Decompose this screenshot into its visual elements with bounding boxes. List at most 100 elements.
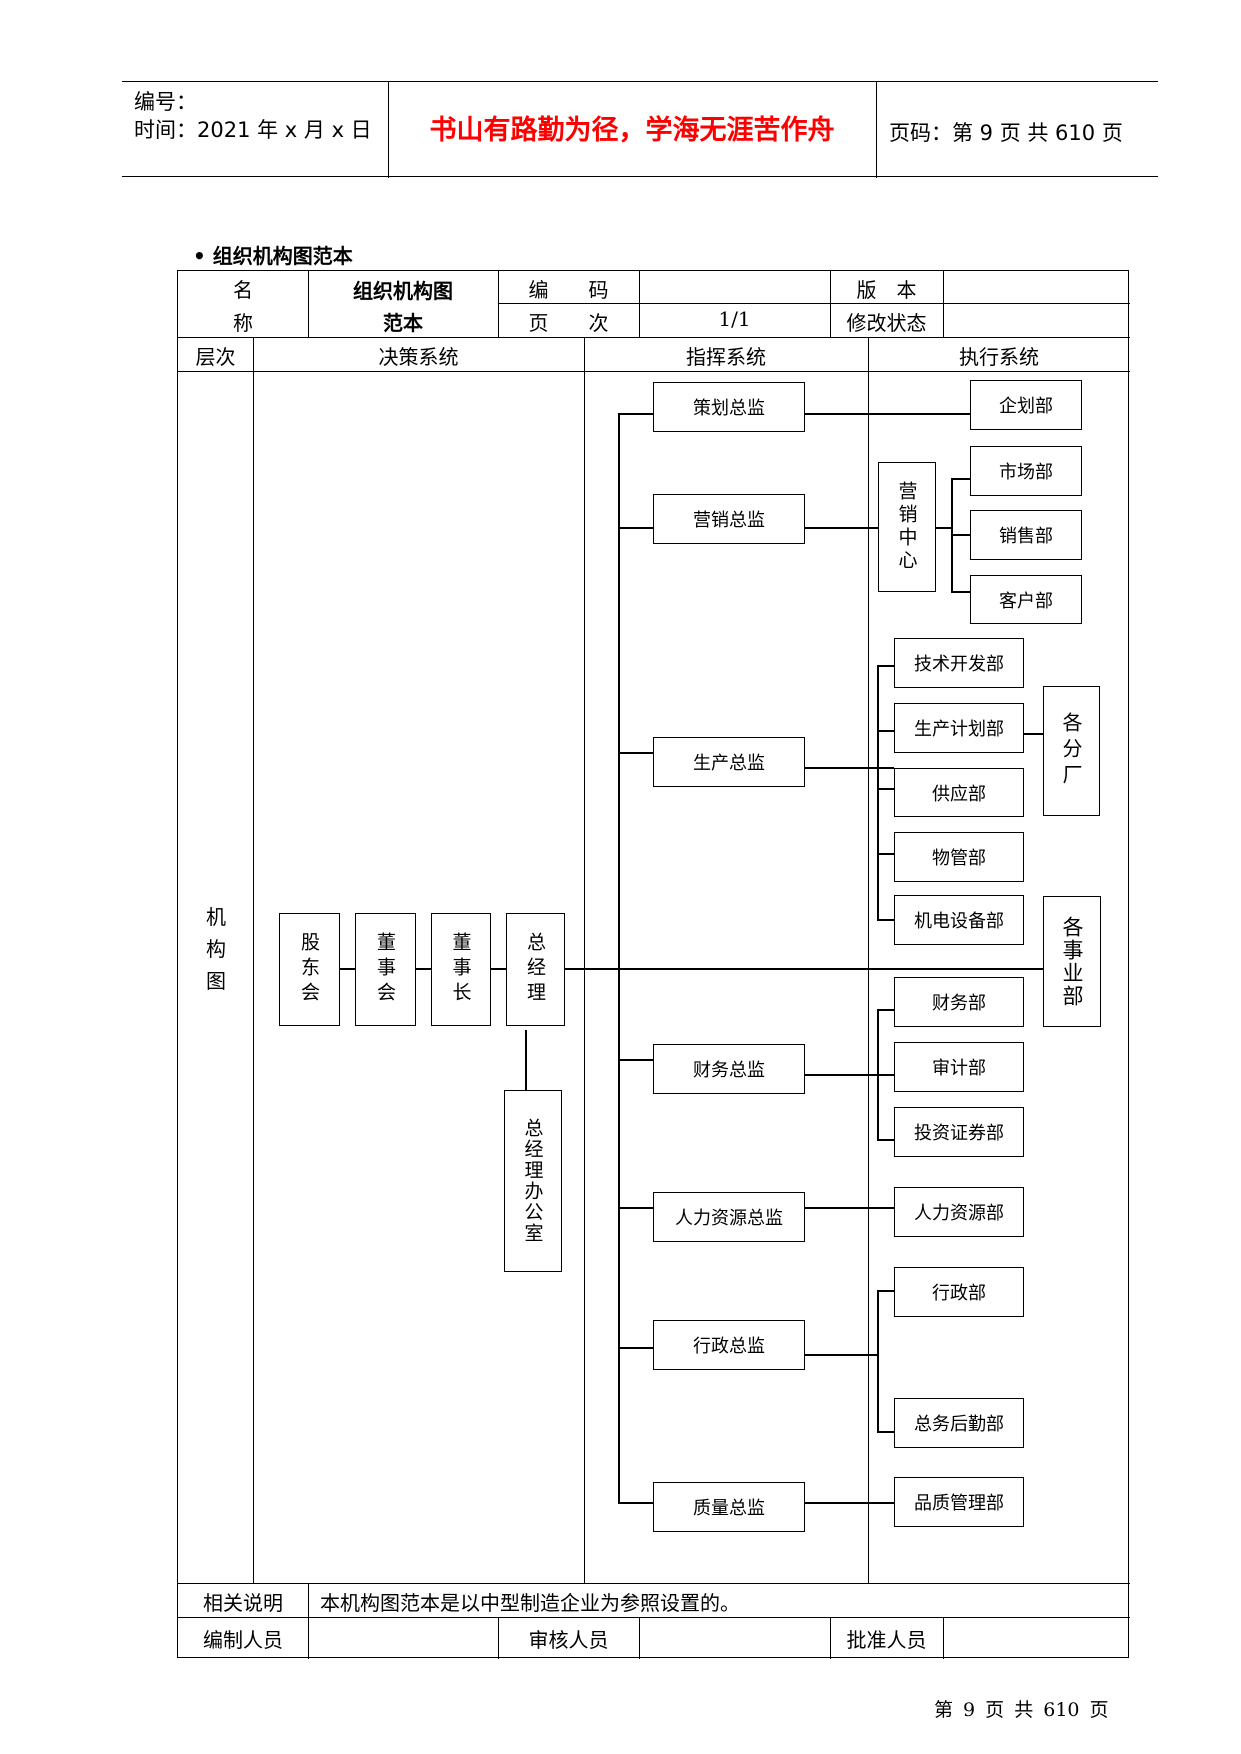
connector-line [415, 968, 432, 970]
page-footer: 第 9 页 共 610 页 [934, 1699, 1109, 1721]
connector-line [804, 1354, 878, 1356]
header-divider [876, 82, 877, 178]
document-date: 时间：2021 年 x 月 x 日 [134, 118, 372, 142]
connector-line [1023, 733, 1043, 735]
row-label-org-chart: 机构图 [206, 905, 226, 993]
column-header-level: 层次 [195, 345, 236, 369]
org-node-electromechanical-dept: 机电设备部 [894, 895, 1024, 945]
grid-line [498, 303, 1130, 304]
connector-line [877, 1290, 894, 1292]
form-name-value: 范本 [383, 311, 423, 335]
connector-line [877, 665, 879, 919]
motto: 书山有路勤为径，学海无涯苦作舟 [429, 115, 835, 146]
grid-line [830, 271, 831, 337]
org-node-materials-dept: 物管部 [894, 832, 1024, 882]
connector-line [935, 527, 951, 529]
connector-line [618, 752, 654, 754]
page-label: 页 次 [528, 311, 609, 335]
connector-line [877, 1139, 894, 1141]
column-header-decision: 决策系统 [378, 345, 459, 369]
header-top-rule [122, 81, 1158, 82]
connector-line [951, 534, 970, 536]
approver-label: 批准人员 [846, 1628, 927, 1652]
connector-line [877, 665, 894, 667]
org-node-board: 董事会 [355, 913, 416, 1026]
connector-line [877, 853, 894, 855]
connector-line [618, 1207, 654, 1209]
connector-line [564, 968, 1053, 970]
connector-line [618, 1347, 654, 1349]
connector-line [877, 919, 894, 921]
version-label: 版 本 [856, 278, 917, 302]
org-node-branch-factories: 各分厂 [1043, 686, 1100, 816]
grid-line [308, 1583, 309, 1659]
compiler-label: 编制人员 [203, 1628, 283, 1652]
connector-line [877, 1009, 879, 1139]
page-value: 1/1 [718, 307, 751, 331]
connector-line [877, 730, 894, 732]
org-node-business-units: 各事业部 [1043, 896, 1101, 1027]
code-label: 编 码 [528, 278, 609, 302]
org-node-planning-director: 策划总监 [653, 382, 805, 432]
org-node-general-manager: 总经理 [506, 913, 565, 1026]
org-chart-form: 名 称 组织机构图 范本 编 码 页 次 1/1 版 本 修改状态 层次 决策系… [177, 270, 1130, 1659]
org-node-market-dept: 市场部 [970, 446, 1082, 496]
grid-line [308, 271, 309, 337]
connector-line [804, 1207, 894, 1209]
reviewer-label: 审核人员 [528, 1628, 609, 1652]
connector-line [877, 1290, 879, 1431]
org-node-planning-dept: 企划部 [970, 380, 1082, 430]
connector-line [951, 478, 970, 480]
grid-line [178, 1617, 1130, 1618]
org-node-quality-director: 质量总监 [653, 1482, 805, 1532]
notes-label: 相关说明 [203, 1591, 283, 1615]
grid-line [178, 371, 1130, 372]
grid-line [253, 337, 254, 1583]
org-node-investment-dept: 投资证券部 [894, 1107, 1024, 1157]
connector-line [525, 1030, 527, 1090]
org-node-admin-dept: 行政部 [894, 1267, 1024, 1317]
connector-line [618, 413, 654, 415]
org-node-supply-dept: 供应部 [894, 768, 1024, 817]
trunk-line [618, 413, 620, 1502]
column-header-execution: 执行系统 [959, 345, 1039, 369]
connector-line [877, 1009, 894, 1011]
grid-line [178, 1583, 1130, 1584]
name-label: 名 [233, 278, 253, 302]
grid-line [943, 271, 944, 337]
org-node-marketing-center: 营销中心 [878, 462, 936, 592]
org-node-hr-dept: 人力资源部 [894, 1187, 1024, 1237]
org-node-quality-dept: 品质管理部 [894, 1477, 1024, 1527]
org-node-audit-dept: 审计部 [894, 1042, 1024, 1092]
connector-line [804, 1502, 894, 1504]
notes-value: 本机构图范本是以中型制造企业为参照设置的。 [320, 1591, 740, 1615]
section-title-text: 组织机构图范本 [212, 244, 353, 268]
org-node-shareholders: 股东会 [279, 913, 340, 1026]
connector-line [804, 527, 878, 529]
connector-line [877, 788, 894, 790]
connector-line [490, 968, 507, 970]
org-node-finance-dept: 财务部 [894, 977, 1024, 1027]
org-node-marketing-director: 营销总监 [653, 494, 805, 544]
org-node-gm-office: 总经理办公室 [504, 1090, 562, 1272]
grid-line [584, 337, 585, 1583]
org-node-sales-dept: 销售部 [970, 510, 1082, 560]
grid-line [830, 1617, 831, 1659]
connector-line [951, 591, 970, 593]
org-node-logistics-dept: 总务后勤部 [894, 1398, 1024, 1448]
connector-line [804, 413, 970, 415]
org-node-tech-dev-dept: 技术开发部 [894, 638, 1024, 688]
org-node-chairman: 董事长 [431, 913, 491, 1026]
grid-line [498, 271, 499, 337]
org-node-hr-director: 人力资源总监 [653, 1192, 805, 1242]
org-node-finance-director: 财务总监 [653, 1044, 805, 1094]
connector-line [339, 968, 356, 970]
revision-label: 修改状态 [846, 311, 927, 335]
name-label: 称 [233, 311, 253, 335]
page-info: 页码：第 9 页 共 610 页 [889, 121, 1123, 145]
connector-line [618, 1059, 654, 1061]
org-node-customer-dept: 客户部 [970, 575, 1082, 624]
header-bottom-rule [122, 176, 1158, 177]
column-header-command: 指挥系统 [686, 345, 766, 369]
grid-line [943, 1617, 944, 1659]
